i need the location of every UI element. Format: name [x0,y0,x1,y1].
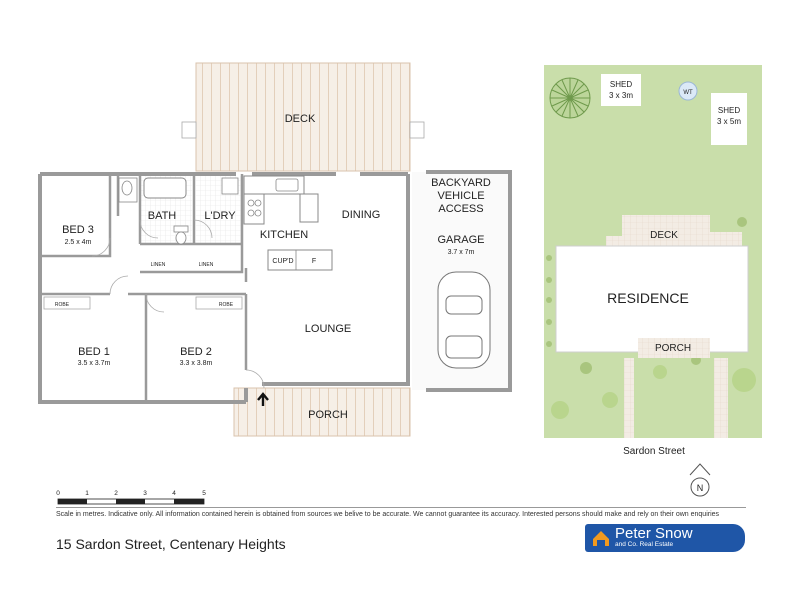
backyard-access-line3: ACCESS [438,203,483,215]
floor-plan: DECK BED 3 2.5 x 4m BATH L'DRY KITCHEN D… [38,62,512,437]
deck-step-left [181,121,197,139]
robe-1-label: ROBE [55,302,70,308]
scale-tick-0: 0 [56,490,60,497]
toilet-cistern [173,225,189,233]
scale-tick-2: 2 [114,490,118,497]
scale-tick-5: 5 [202,490,206,497]
scale-tick-1: 1 [85,490,89,497]
site-plan: SHED 3 x 3m SHED 3 x 5m WT DECK RESIDENC… [544,65,762,497]
entry-arrow-icon [257,392,269,406]
garage-label: GARAGE [437,234,484,246]
shed-1-label: SHED [610,80,632,89]
shed-2 [711,93,747,145]
bed2-label: BED 2 [180,346,212,358]
agency-logo: Peter Snow and Co. Real Estate [585,524,745,552]
scale-bar: 0 1 2 3 4 5 [56,490,206,505]
cooktop [247,199,262,217]
site-walkway [624,358,634,438]
interior-walls [40,174,248,402]
residence-footprint [555,245,749,353]
residence-label: RESIDENCE [607,290,689,306]
outer-walls [38,170,512,404]
robe-1-outline [43,296,91,310]
bath-label: BATH [148,210,177,222]
logo-subtitle: and Co. Real Estate [615,541,674,548]
linen-2-label: LINEN [199,262,214,268]
kitchen-label: KITCHEN [260,229,308,241]
vanity [118,177,138,203]
scale-tick-3: 3 [143,490,147,497]
robe-2-label: ROBE [219,302,234,308]
deck-label: DECK [285,113,316,125]
disclaimer-text: Scale in metres. Indicative only. All in… [56,511,720,518]
cupboard-label: CUP'D [272,258,293,265]
dining-label: DINING [342,209,381,221]
laundry-tub [221,177,239,195]
shed-2-label: SHED [718,106,740,115]
logo-house-icon [593,531,609,546]
deck-area [195,62,411,172]
site-porch [638,338,710,358]
shed-2-size: 3 x 5m [717,117,741,126]
bathtub [143,177,187,199]
svg-text:N: N [697,483,704,493]
bed3-size: 2.5 x 4m [65,239,92,246]
bed1-size: 3.5 x 3.7m [78,360,111,367]
kitchen-sink [275,178,299,192]
logo-name: Peter Snow [615,525,693,542]
garage-size: 3.7 x 7m [448,249,475,256]
water-tank [678,81,698,101]
north-arrow-icon: N [689,463,711,497]
car-outline [437,271,491,369]
backyard-access-line2: VEHICLE [437,190,484,202]
lounge-label: LOUNGE [305,323,351,335]
shrubs [546,217,756,419]
fridge-label: F [312,258,316,265]
backyard-access-line1: BACKYARD [431,177,491,189]
bed1-label: BED 1 [78,346,110,358]
tree-icon [549,77,591,119]
shed-1-size: 3 x 3m [609,91,633,100]
bed2-size: 3.3 x 3.8m [180,360,213,367]
site-deck-label: DECK [650,230,678,241]
property-address: 15 Sardon Street, Centenary Heights [56,536,286,552]
site-porch-label: PORCH [655,343,691,354]
linen-1-label: LINEN [151,262,166,268]
water-tank-label: WT [683,90,693,96]
porch-label: PORCH [308,409,348,421]
door-swings [91,219,265,389]
kitchen-counters [243,175,333,271]
robe-2-outline [195,296,243,310]
bed3-label: BED 3 [62,224,94,236]
site-driveway [714,358,728,438]
laundry-label: L'DRY [204,210,236,222]
street-label: Sardon Street [623,446,685,457]
deck-step-right [409,121,425,139]
scale-tick-4: 4 [172,490,176,497]
footer-rule [56,507,746,508]
shed-1 [601,74,641,106]
